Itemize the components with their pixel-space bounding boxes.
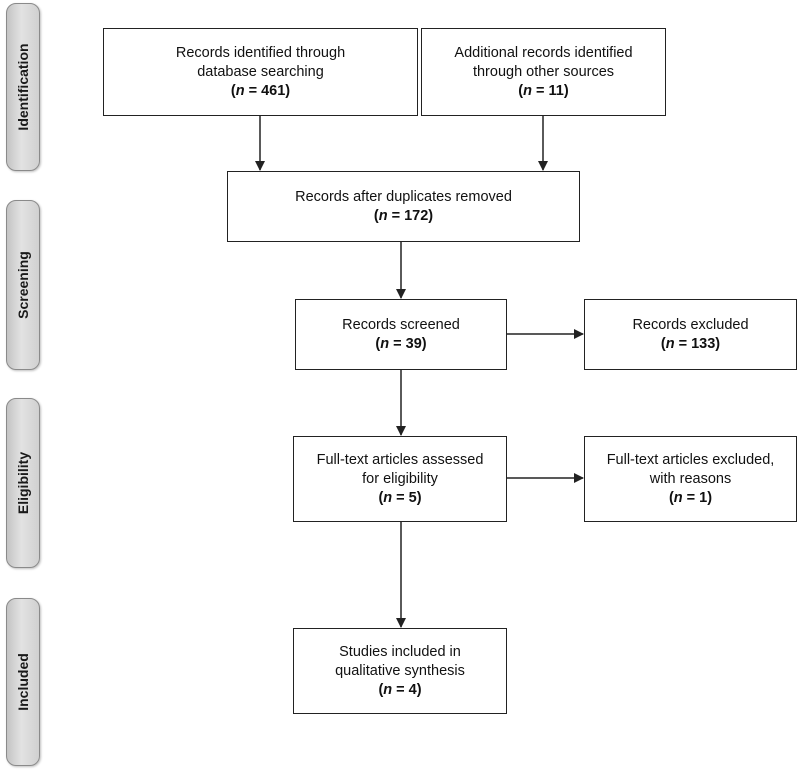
n-symbol: n [235, 82, 245, 99]
box-after-duplicates: Records after duplicates removed (n = 17… [227, 171, 580, 242]
studies-included-count-value: = 4) [392, 681, 422, 698]
other-records-line1: Additional records identified [454, 44, 633, 61]
fulltext-excluded-line2: with reasons [649, 470, 732, 487]
box-records-excluded: Records excluded (n = 133) [584, 299, 797, 370]
n-symbol: n [378, 207, 388, 224]
other-records-line2: through other sources [472, 63, 615, 80]
n-symbol: n [383, 489, 393, 506]
box-fulltext-assessed: Full-text articles assessed for eligibil… [293, 436, 507, 522]
records-excluded-count-value: = 133) [674, 335, 721, 352]
fulltext-excluded-count-value: = 1) [682, 489, 713, 506]
box-studies-included: Studies included in qualitative synthesi… [293, 628, 507, 714]
studies-included-line2: qualitative synthesis [335, 662, 465, 679]
phase-screening-label: Screening [15, 251, 31, 319]
after-duplicates-count-value: = 172) [387, 207, 434, 224]
box-fulltext-excluded: Full-text articles excluded, with reason… [584, 436, 797, 522]
database-records-count-value: = 461) [244, 82, 291, 99]
records-screened-count: (n = 39) [375, 335, 427, 352]
box-records-screened: Records screened (n = 39) [295, 299, 507, 370]
box-database-records: Records identified through database sear… [103, 28, 418, 116]
database-records-count: (n = 461) [230, 82, 291, 99]
records-screened-line1: Records screened [342, 316, 460, 333]
phase-included: Included [6, 598, 40, 766]
database-records-line1: Records identified through [175, 44, 346, 61]
box-other-records: Additional records identified through ot… [421, 28, 666, 116]
n-symbol: n [380, 335, 390, 352]
fulltext-assessed-line1: Full-text articles assessed [316, 451, 484, 468]
records-excluded-count: (n = 133) [660, 335, 721, 352]
after-duplicates-line1: Records after duplicates removed [295, 188, 512, 205]
fulltext-assessed-count: (n = 5) [378, 489, 422, 506]
studies-included-count: (n = 4) [378, 681, 422, 698]
fulltext-assessed-line2: for eligibility [362, 470, 438, 487]
n-symbol: n [665, 335, 675, 352]
phase-eligibility: Eligibility [6, 398, 40, 568]
phase-included-label: Included [15, 653, 31, 711]
after-duplicates-count: (n = 172) [373, 207, 434, 224]
fulltext-excluded-count: (n = 1) [668, 489, 713, 506]
n-symbol: n [383, 681, 393, 698]
records-excluded-line1: Records excluded [632, 316, 749, 333]
fulltext-excluded-line1: Full-text articles excluded, [606, 451, 775, 468]
studies-included-line1: Studies included in [339, 643, 461, 660]
fulltext-assessed-count-value: = 5) [392, 489, 422, 506]
phase-eligibility-label: Eligibility [15, 451, 31, 515]
records-screened-count-value: = 39) [389, 335, 427, 352]
n-symbol: n [523, 82, 532, 99]
database-records-line2: database searching [197, 63, 324, 80]
n-symbol: n [673, 489, 683, 506]
phase-screening: Screening [6, 200, 40, 370]
other-records-count: (n = 11) [518, 82, 569, 99]
phase-identification-label: Identification [15, 43, 31, 131]
other-records-count-value: = 11) [532, 82, 569, 99]
phase-identification: Identification [6, 3, 40, 171]
